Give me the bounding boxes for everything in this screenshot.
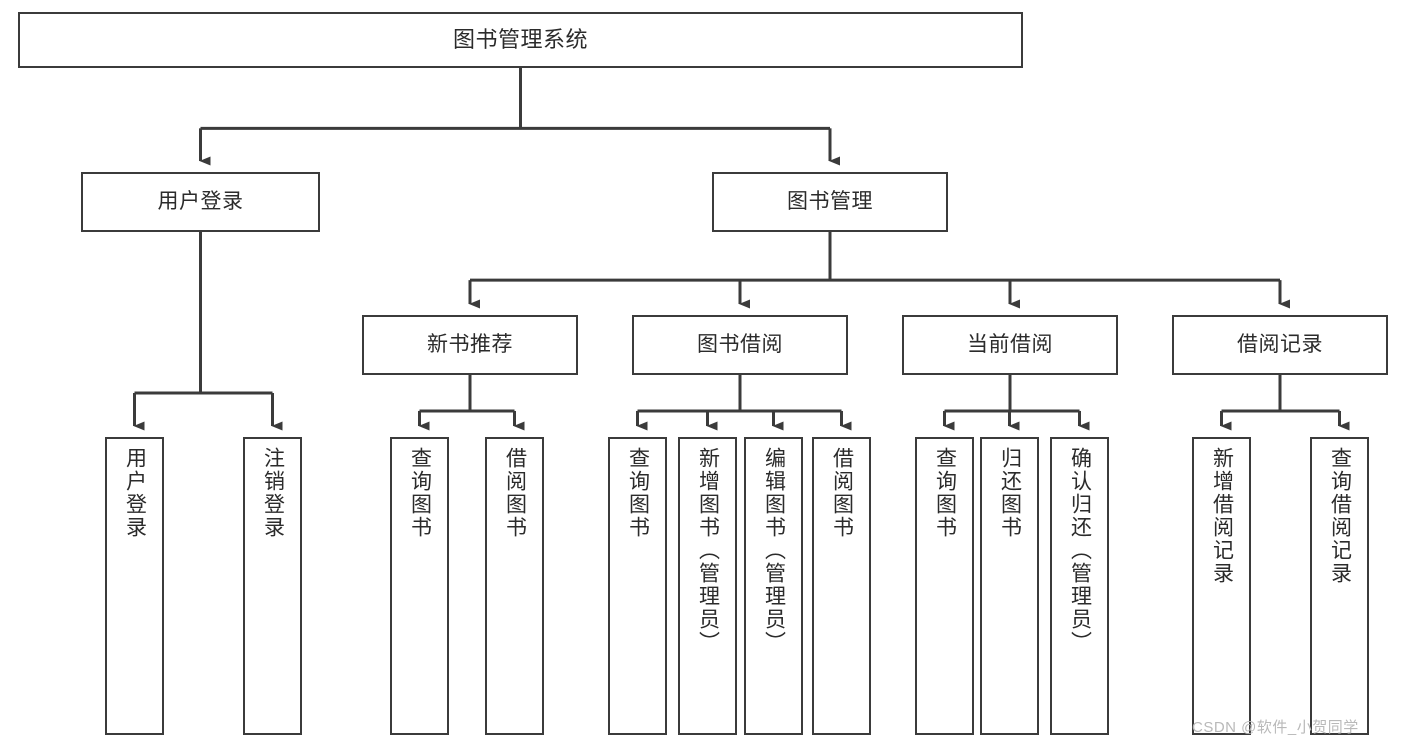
node-new-book-recommend[interactable]: 新书推荐 <box>362 315 578 375</box>
node-leaf-borrow-book[interactable]: 借阅图书 <box>812 437 871 735</box>
node-leaf-confirm-return-label: 确认归还（管理员） <box>1068 447 1092 654</box>
node-user-login-label: 用户登录 <box>157 190 244 214</box>
node-leaf-user-login[interactable]: 用户登录 <box>105 437 164 735</box>
node-leaf-query-book-borrow[interactable]: 查询图书 <box>608 437 667 735</box>
node-leaf-user-login-label: 用户登录 <box>123 447 147 539</box>
node-leaf-borrow-book-label: 借阅图书 <box>830 447 854 539</box>
node-borrow-record-label: 借阅记录 <box>1237 333 1323 357</box>
node-book-manage[interactable]: 图书管理 <box>712 172 948 232</box>
node-leaf-query-book-current[interactable]: 查询图书 <box>915 437 974 735</box>
node-leaf-query-book-current-label: 查询图书 <box>933 447 957 539</box>
node-borrow-record[interactable]: 借阅记录 <box>1172 315 1388 375</box>
node-leaf-edit-book-label: 编辑图书（管理员） <box>762 447 786 654</box>
node-leaf-borrow-book-rec-label: 借阅图书 <box>503 447 527 539</box>
node-current-borrow-label: 当前借阅 <box>967 333 1053 357</box>
node-leaf-return-book[interactable]: 归还图书 <box>980 437 1039 735</box>
node-leaf-query-record-label: 查询借阅记录 <box>1328 447 1352 585</box>
node-leaf-add-record-label: 新增借阅记录 <box>1210 447 1234 585</box>
node-leaf-query-record[interactable]: 查询借阅记录 <box>1310 437 1369 735</box>
node-new-book-recommend-label: 新书推荐 <box>427 333 513 357</box>
node-leaf-user-logout-label: 注销登录 <box>261 447 285 539</box>
node-leaf-borrow-book-rec[interactable]: 借阅图书 <box>485 437 544 735</box>
node-leaf-add-record[interactable]: 新增借阅记录 <box>1192 437 1251 735</box>
node-root-label: 图书管理系统 <box>452 26 588 52</box>
node-book-manage-label: 图书管理 <box>787 190 873 214</box>
node-leaf-confirm-return[interactable]: 确认归还（管理员） <box>1050 437 1109 735</box>
node-leaf-query-book-rec[interactable]: 查询图书 <box>390 437 449 735</box>
node-leaf-user-logout[interactable]: 注销登录 <box>243 437 302 735</box>
node-leaf-edit-book[interactable]: 编辑图书（管理员） <box>744 437 803 735</box>
node-root[interactable]: 图书管理系统 <box>18 12 1023 68</box>
node-book-borrow-label: 图书借阅 <box>697 333 783 357</box>
node-leaf-add-book[interactable]: 新增图书（管理员） <box>678 437 737 735</box>
node-leaf-return-book-label: 归还图书 <box>998 447 1022 539</box>
watermark: CSDN @软件_小贺同学 <box>1192 719 1359 736</box>
node-current-borrow[interactable]: 当前借阅 <box>902 315 1118 375</box>
node-book-borrow[interactable]: 图书借阅 <box>632 315 848 375</box>
node-leaf-query-book-rec-label: 查询图书 <box>408 447 432 539</box>
node-leaf-query-book-borrow-label: 查询图书 <box>626 447 650 539</box>
node-user-login[interactable]: 用户登录 <box>81 172 320 232</box>
node-leaf-add-book-label: 新增图书（管理员） <box>696 447 720 654</box>
